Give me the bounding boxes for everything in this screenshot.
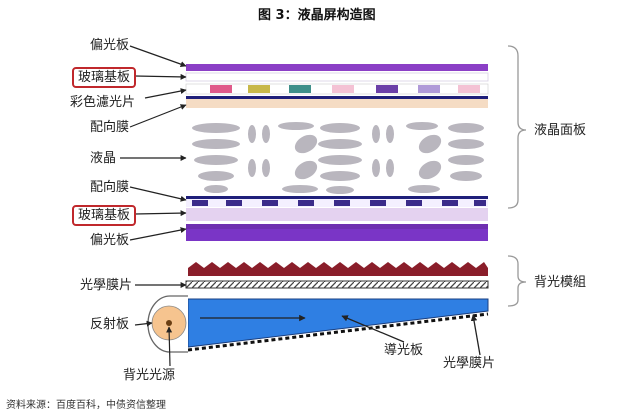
label-optical-film-left: 光學膜片	[80, 278, 133, 293]
left-label-arrows	[120, 45, 187, 367]
bottom-reflector-dashes	[187, 312, 489, 352]
label-backlight-module: 背光模組	[534, 275, 587, 290]
backlight-module-bracket	[507, 255, 527, 307]
glass-bottom-layer	[186, 208, 488, 221]
cf-cell-purple	[376, 85, 398, 93]
cf-cell-red	[210, 85, 232, 93]
light-guide-label-arrow	[341, 315, 405, 343]
label-alignment-bottom: 配向膜	[90, 180, 130, 195]
cf-cell-lilac	[418, 85, 440, 93]
optical-film-sheet	[185, 280, 489, 289]
alignment-top-layer	[186, 99, 488, 108]
source-note: 资料来源：百度百科，中债资信整理	[6, 400, 166, 411]
glass-top-layer	[185, 72, 489, 82]
label-color-filter: 彩色濾光片	[70, 95, 136, 110]
label-glass-bottom: 玻璃基板	[72, 205, 137, 226]
label-polarizer-top: 偏光板	[90, 38, 130, 53]
cf-cell-pink-2	[458, 85, 480, 93]
lcd-panel-bracket	[507, 45, 527, 209]
cf-cell-pink	[332, 85, 354, 93]
label-liquid-crystal: 液晶	[90, 151, 117, 166]
label-backlight-source: 背光光源	[123, 368, 176, 383]
figure-title: 图 3：液晶屏构造图	[258, 8, 376, 23]
navy-line-bottom	[186, 196, 488, 199]
label-polarizer-bottom: 偏光板	[90, 233, 130, 248]
light-guide-plate	[187, 298, 489, 348]
alignment-bottom-layer	[186, 199, 488, 207]
optical-film-right-arrow	[470, 314, 481, 356]
liquid-crystal-molecules	[192, 122, 484, 194]
prism-sheet	[188, 262, 488, 276]
cf-cell-olive	[248, 85, 270, 93]
polarizer-bottom-band	[186, 229, 488, 241]
cf-cell-teal	[289, 85, 311, 93]
label-alignment-top: 配向膜	[90, 120, 130, 135]
polarizer-bottom-layer	[186, 224, 488, 229]
label-light-guide: 導光板	[384, 343, 424, 358]
backlight-lamp-core	[166, 320, 172, 326]
label-optical-film-right: 光學膜片	[443, 356, 496, 371]
label-glass-top: 玻璃基板	[72, 67, 137, 88]
navy-line-top	[186, 96, 488, 99]
label-lcd-panel: 液晶面板	[534, 123, 587, 138]
color-filter-layer	[185, 83, 489, 95]
label-reflector: 反射板	[90, 317, 130, 332]
polarizer-top-layer	[186, 64, 488, 71]
